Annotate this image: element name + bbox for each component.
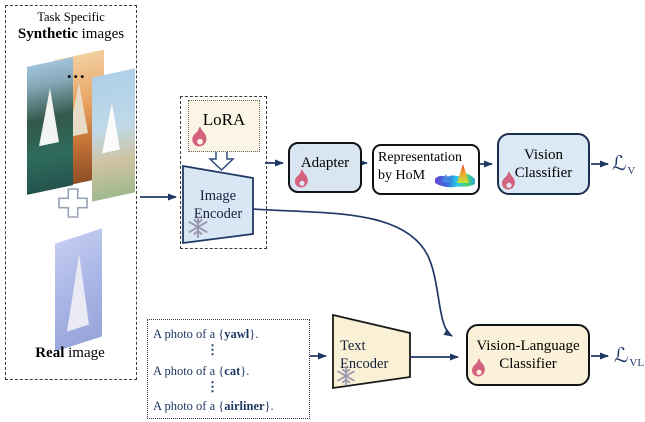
prompt-line: A photo of a {cat}. [153,364,249,379]
sail-shape [67,251,89,332]
vl-classifier-box: Vision-Language Classifier [466,324,590,386]
image-encoder-group-box [180,96,267,249]
vl-classifier-line2: Classifier [499,356,557,372]
sail-shape [39,86,59,146]
vertical-ellipsis: ⋮ [206,342,219,357]
panel-subtitle: Synthetic images [8,26,134,43]
representation-line2: by HoM [378,167,426,183]
image-encoder-line1: Image [199,188,237,204]
prompt-class-word: yawl [224,327,250,341]
loss-symbol: ℒ [612,151,627,175]
flame-icon [501,171,515,190]
prompt-suffix: }. [249,327,259,341]
image-encoder-label: Image Encoder [183,187,253,223]
prompt-prefix: A photo of a { [153,327,225,341]
lora-box: LoRA [188,100,260,152]
arrow-image-encoder-to-vl-classifier [252,208,453,337]
vision-classifier-box: Vision Classifier [497,133,590,195]
prompt-line: A photo of a {yawl}. [153,327,258,342]
text-encoder-line2: Encoder [340,356,389,373]
image-encoder-shape [182,164,254,245]
flame-icon [192,126,207,147]
vertical-ellipsis: ⋮ [206,379,219,394]
prompt-suffix: }. [264,399,274,413]
plus-icon [58,188,88,218]
loss-subscript: V [627,165,636,177]
flame-icon [471,358,485,377]
vision-classifier-line2: Classifier [514,165,573,181]
real-caption-bold: Real [35,345,65,361]
prompt-class-word: airliner [224,399,265,413]
prompt-prefix: A photo of a { [153,364,225,378]
representation-label: Representation by HoM [378,149,474,185]
vision-classifier-line1: Vision [523,146,564,163]
text-encoder-line1: Text [340,338,366,354]
task-specific-images-panel [5,5,137,380]
prompt-class-word: cat [224,364,241,378]
rainbow-surface-plot-icon [435,164,475,188]
loss-symbol: ℒ [614,343,629,367]
image-encoder-line2: Encoder [193,206,243,223]
real-image-sailboat [55,228,102,352]
lora-label: LoRA [202,110,246,129]
vl-classifier-label: Vision-Language Classifier [476,337,579,374]
prompt-prefix: A photo of a { [153,399,225,413]
prompt-line: A photo of a {airliner}. [153,399,274,414]
panel-subtitle-rest: images [77,26,125,42]
snowflake-icon [337,366,355,386]
images-ellipsis: ... [67,62,87,82]
panel-title: Task Specific [37,10,105,24]
loss-subscript: VL [629,357,645,369]
real-image-caption: Real image [10,345,130,362]
real-caption-rest: image [64,345,105,361]
loss-vision-label: ℒV [612,151,636,177]
vl-classifier-line1: Vision-Language [476,337,580,354]
adapter-box: Adapter [288,142,362,193]
panel-subtitle-bold: Synthetic [17,26,78,42]
snowflake-icon [188,216,208,238]
loss-vl-label: ℒVL [614,343,645,369]
representation-line1: Representation [378,150,462,165]
prompt-suffix: }. [240,364,250,378]
sail-shape [102,102,120,154]
text-encoder-shape [332,313,411,390]
flame-icon [294,169,308,188]
text-prompts-box: A photo of a {yawl}. ⋮ A photo of a {cat… [147,319,310,419]
adapter-label: Adapter [300,155,350,172]
text-encoder-label: Text Encoder [340,337,406,373]
synthetic-image-beach [92,68,135,202]
vision-classifier-label: Vision Classifier [515,146,573,183]
